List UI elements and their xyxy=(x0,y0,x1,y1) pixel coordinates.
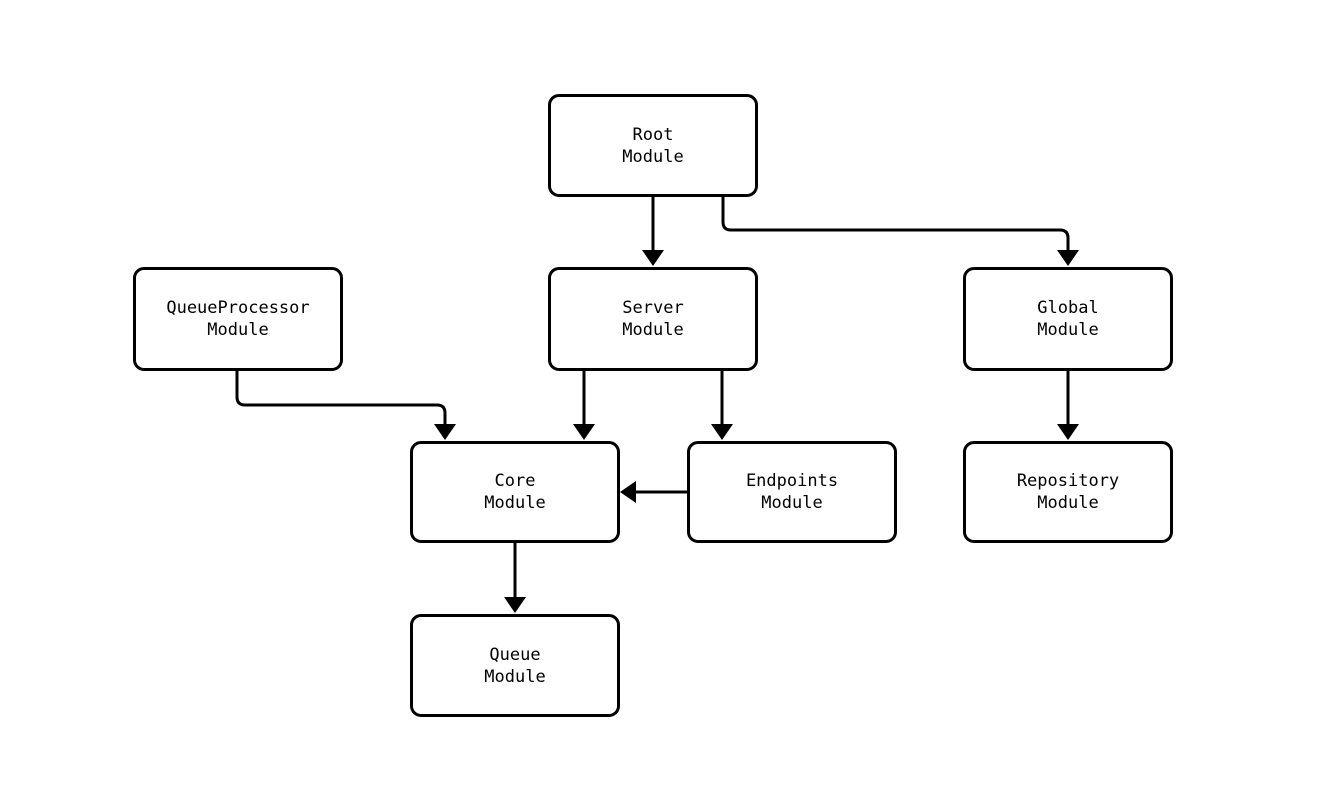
edge-server-to-core-arrowhead xyxy=(573,424,595,440)
global-module-label-line2: Module xyxy=(1037,320,1099,340)
queueprocessor-module-node[interactable]: QueueProcessor Module xyxy=(133,267,343,371)
endpoints-module-label-line2: Module xyxy=(761,493,823,513)
edge-queueprocessor-to-core xyxy=(235,371,447,426)
server-module-label-line1: Server xyxy=(622,298,684,318)
queue-module-label-line2: Module xyxy=(484,666,546,687)
global-module-node[interactable]: Global Module xyxy=(963,267,1173,371)
endpoints-module-node[interactable]: Endpoints Module xyxy=(687,441,897,543)
endpoints-module-label-line1: Endpoints xyxy=(745,471,839,491)
server-module-label-line2: Module xyxy=(622,320,684,340)
edge-root-to-server-arrowhead xyxy=(642,250,664,266)
core-module-label-line1: Core xyxy=(494,471,536,491)
repository-module-label-line2: Module xyxy=(1037,493,1099,513)
root-module-label-line1: Root xyxy=(632,124,674,145)
core-module-label-line2: Module xyxy=(484,493,546,513)
edge-server-to-endpoints-arrowhead xyxy=(711,424,733,440)
queueprocessor-module-label-line1: QueueProcessor xyxy=(166,298,310,318)
edge-core-to-queue-arrowhead xyxy=(504,597,526,613)
root-module-label-line2: Module xyxy=(622,146,684,167)
server-module-node[interactable]: Server Module xyxy=(548,267,758,371)
edge-queueprocessor-to-core-arrowhead xyxy=(434,424,456,440)
global-module-label-line1: Global xyxy=(1037,298,1099,318)
repository-module-node[interactable]: Repository Module xyxy=(963,441,1173,543)
edge-global-to-repository-arrowhead xyxy=(1057,424,1079,440)
queue-module-label-line1: Queue xyxy=(489,644,541,665)
root-module-node[interactable]: Root Module xyxy=(548,94,758,197)
queue-module-node[interactable]: Queue Module xyxy=(410,614,620,717)
repository-module-label-line1: Repository xyxy=(1016,471,1120,491)
edge-endpoints-to-core-arrowhead xyxy=(620,481,636,503)
core-module-node[interactable]: Core Module xyxy=(410,441,620,543)
edge-root-to-global xyxy=(721,197,1070,252)
queueprocessor-module-label-line2: Module xyxy=(207,320,269,340)
edge-root-to-global-arrowhead xyxy=(1057,250,1079,266)
